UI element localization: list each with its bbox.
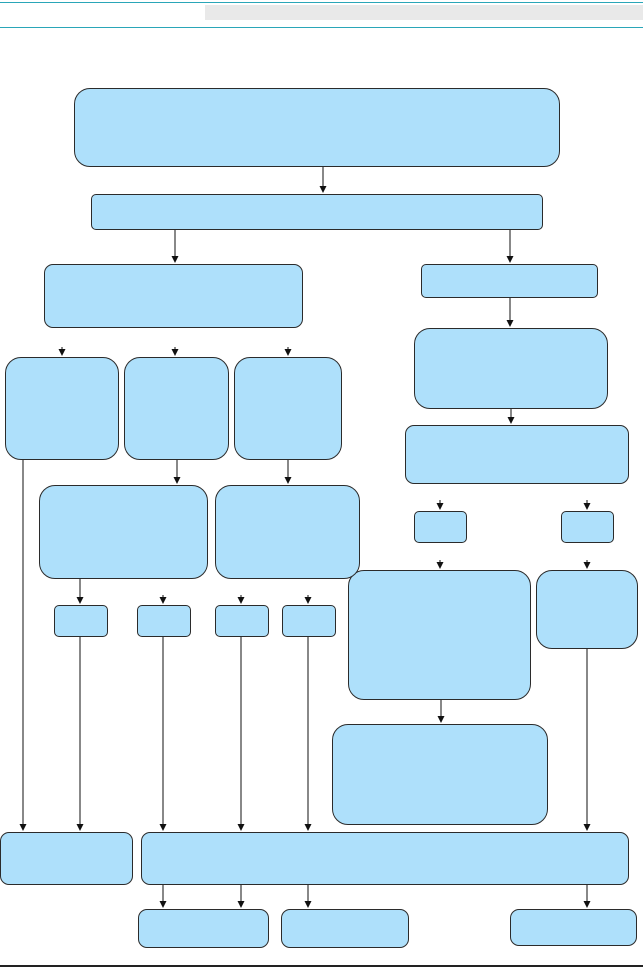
footer-rule (0, 965, 643, 967)
left-col2-node (124, 357, 229, 460)
header-bar (205, 5, 643, 20)
header-top-rule (0, 2, 643, 3)
left-merge-b-node (215, 485, 360, 579)
final-node-3 (510, 909, 637, 946)
right-detail-a-node (348, 570, 531, 700)
header-bottom-rule (0, 27, 643, 28)
left-col3-node (234, 357, 342, 460)
right-split-b-node (561, 511, 614, 543)
right-branch-node (421, 264, 598, 298)
right-split-a-node (414, 511, 467, 543)
outcome-left-node (0, 832, 133, 885)
left-branch-node (44, 264, 303, 328)
right-detail-a2-node (332, 724, 548, 825)
left-merge-a-node (39, 485, 208, 579)
root-node (74, 88, 560, 167)
right-step3-node (405, 425, 629, 484)
final-node-1 (138, 909, 269, 948)
left-col1-node (5, 357, 119, 460)
small-node-1 (54, 605, 108, 637)
small-node-3 (215, 605, 269, 637)
small-node-2 (137, 605, 191, 637)
level2-node (91, 194, 543, 230)
final-node-2 (281, 909, 409, 948)
right-step2-node (414, 328, 608, 409)
outcome-main-node (141, 832, 629, 885)
right-detail-b-node (536, 570, 638, 649)
small-node-4 (282, 605, 336, 637)
